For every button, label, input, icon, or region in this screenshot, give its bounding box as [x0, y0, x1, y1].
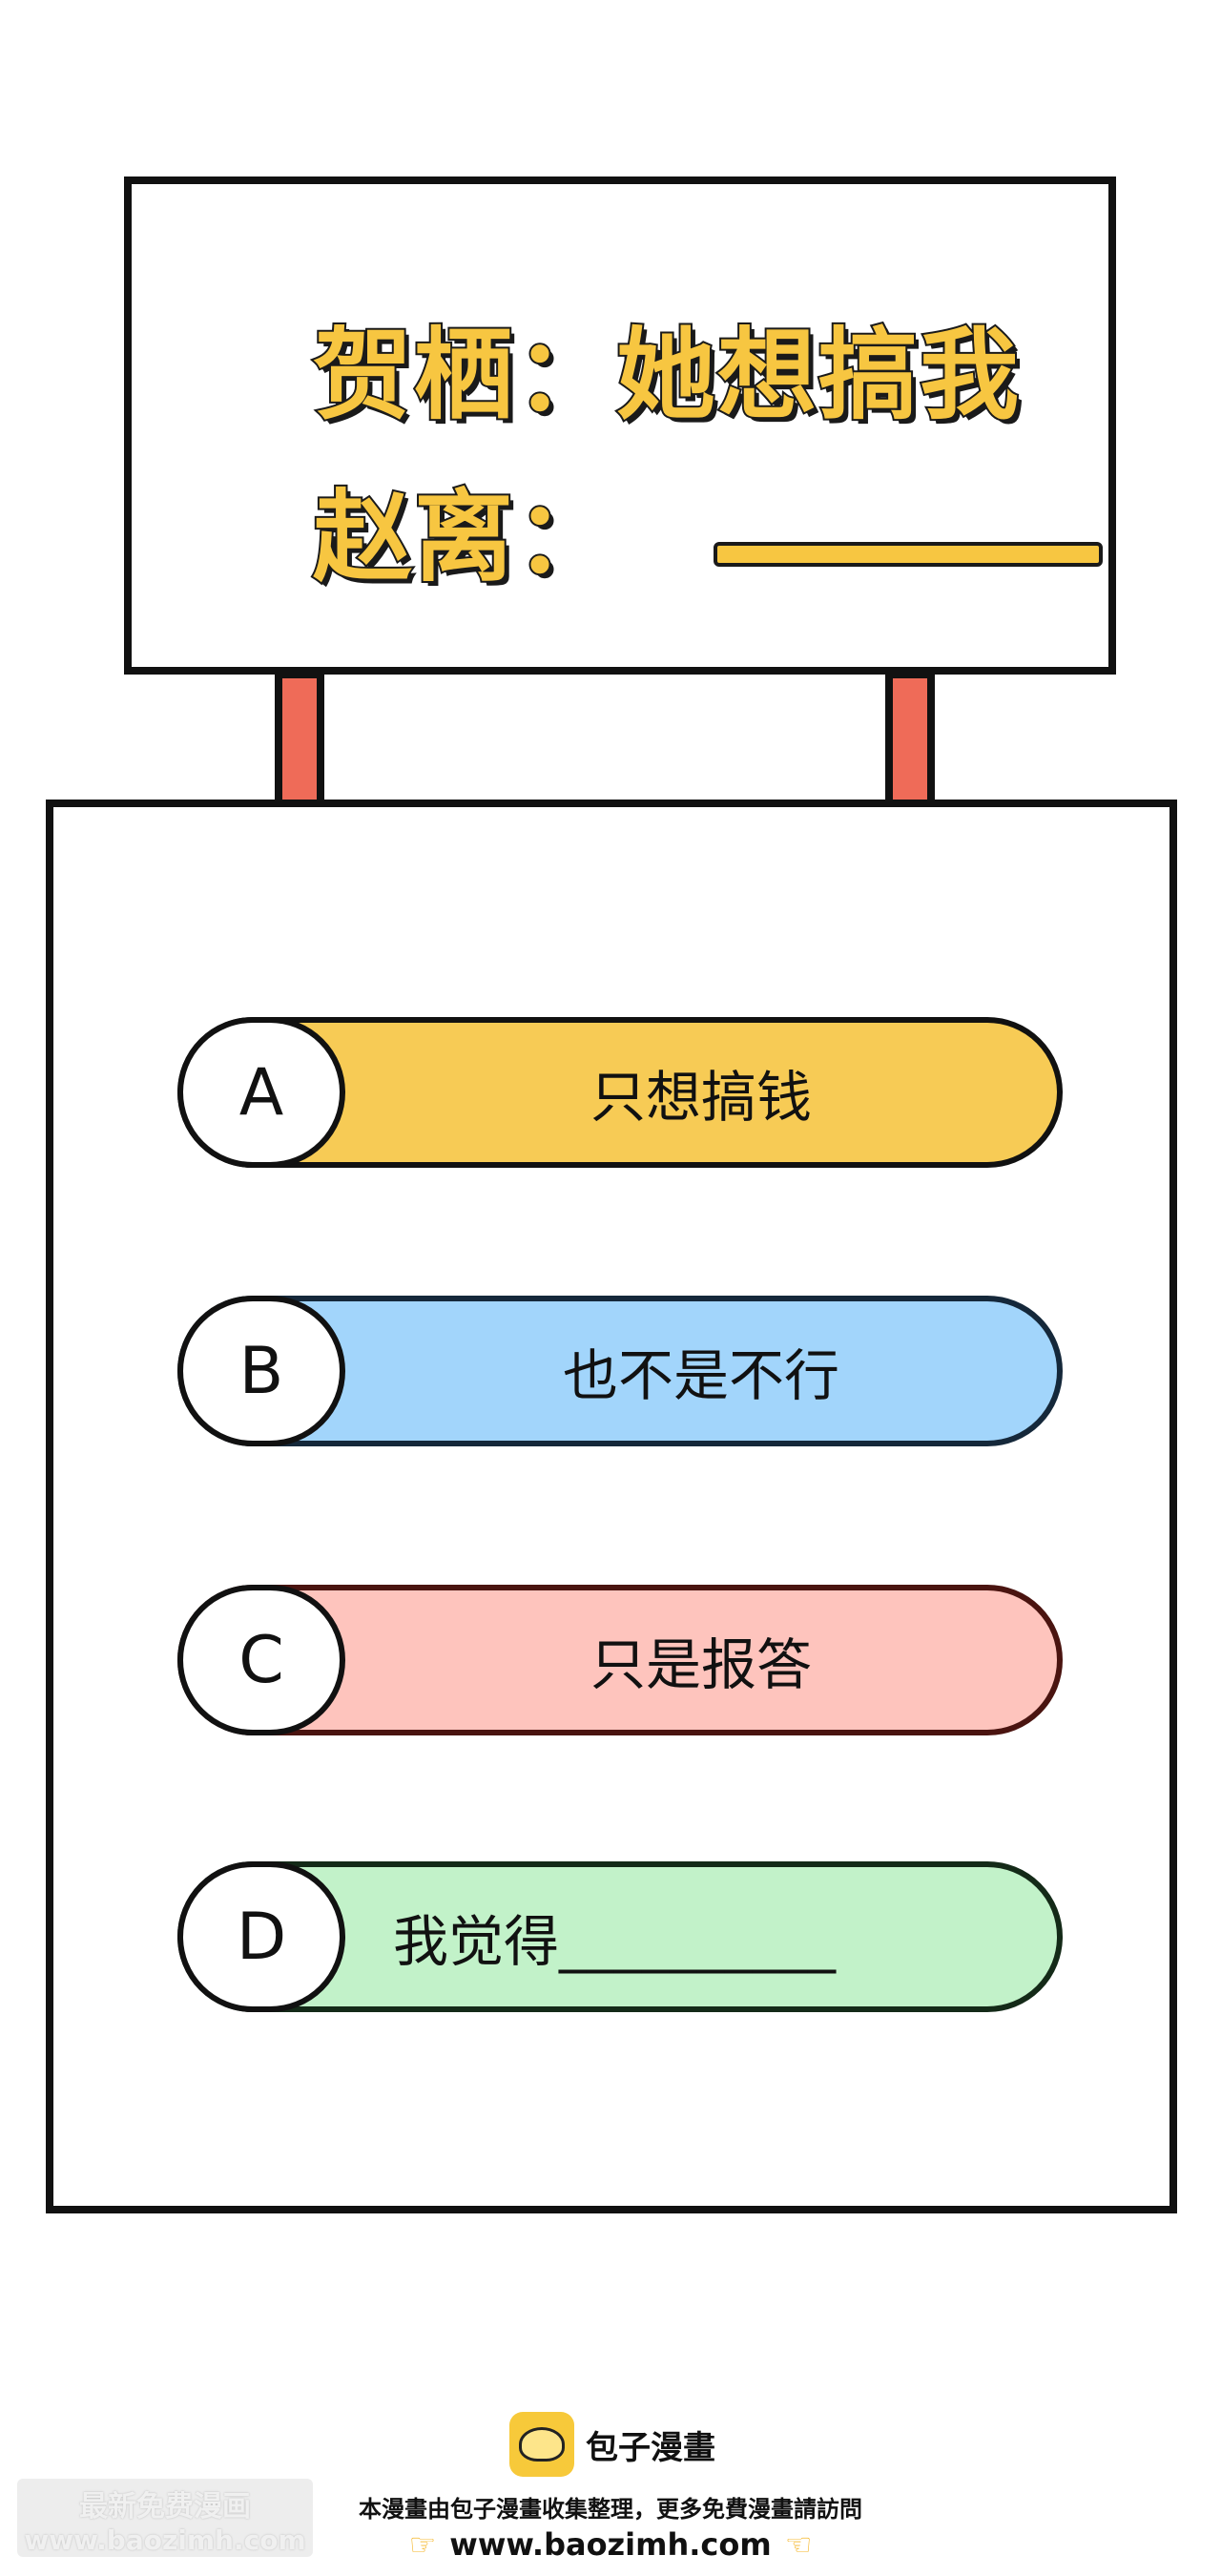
signboard: 贺栖：她想搞我 赵离：: [124, 177, 1116, 675]
sign-blank-line: [714, 542, 1103, 567]
option-b-letter: B: [177, 1296, 345, 1446]
option-d[interactable]: D 我觉得__________: [177, 1861, 1063, 2012]
watermark-line2: www.baozimh.com: [24, 2524, 306, 2556]
option-b[interactable]: B 也不是不行: [177, 1296, 1063, 1446]
option-a-letter: A: [177, 1017, 345, 1168]
footer-url-row[interactable]: ☞ www.baozimh.com ☜: [0, 2526, 1221, 2563]
sign-line-hexi: 贺栖：她想搞我: [311, 315, 1022, 435]
pointing-left-hand-icon: ☜: [784, 2526, 813, 2563]
pointing-right-hand-icon: ☞: [408, 2526, 437, 2563]
sign-line-zhaoli: 赵离：: [311, 477, 617, 597]
option-d-letter: D: [177, 1861, 345, 2012]
option-c[interactable]: C 只是报答: [177, 1585, 1063, 1735]
option-d-text: 我觉得__________: [393, 1909, 837, 1974]
quiz-board: A 只想搞钱 B 也不是不行 C 只是报答 D 我觉得__________: [46, 800, 1177, 2213]
footer-url[interactable]: www.baozimh.com: [449, 2526, 772, 2563]
watermark: 最新免费漫画 www.baozimh.com: [17, 2479, 313, 2557]
option-c-text: 只是报答: [590, 1632, 812, 1697]
option-a-text: 只想搞钱: [590, 1065, 812, 1130]
footer-logo[interactable]: 包子漫畫: [509, 2412, 715, 2477]
sign-post-left: [275, 671, 324, 804]
option-b-text: 也不是不行: [562, 1343, 839, 1408]
footer-logo-text: 包子漫畫: [586, 2428, 715, 2467]
bun-icon: [509, 2412, 574, 2477]
option-a[interactable]: A 只想搞钱: [177, 1017, 1063, 1168]
sign-post-right: [885, 671, 935, 804]
option-c-letter: C: [177, 1585, 345, 1735]
footer-notice: 本漫畫由包子漫畫收集整理，更多免費漫畫請訪問: [359, 2496, 862, 2523]
watermark-line1: 最新免费漫画: [79, 2490, 251, 2524]
